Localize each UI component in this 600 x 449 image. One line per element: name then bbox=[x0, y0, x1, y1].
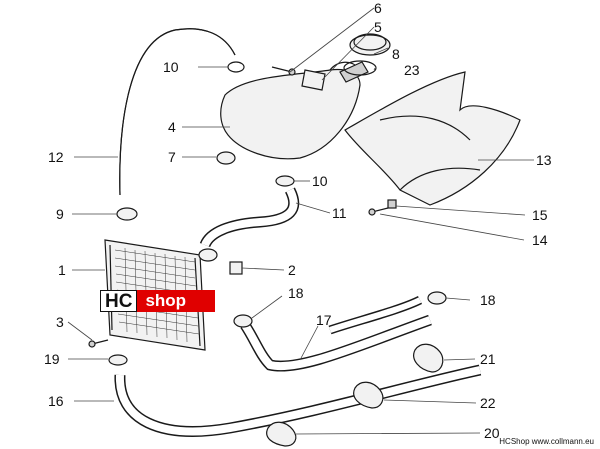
callout-7: 7 bbox=[168, 149, 176, 165]
callout-10-lower: 10 bbox=[312, 173, 328, 189]
callout-18-right: 18 bbox=[480, 292, 496, 308]
clamp-18-left bbox=[233, 314, 253, 328]
callout-13: 13 bbox=[536, 152, 552, 168]
callout-11: 11 bbox=[332, 205, 347, 221]
clamp-18-right bbox=[427, 291, 447, 305]
callout-3: 3 bbox=[56, 314, 64, 330]
filler-neck bbox=[339, 61, 369, 83]
clamp-9 bbox=[116, 207, 138, 221]
clamp-radiator bbox=[198, 248, 218, 262]
hose-12 bbox=[119, 28, 236, 196]
callout-17: 17 bbox=[316, 312, 332, 328]
cover-13 bbox=[344, 71, 521, 206]
grommet-20 bbox=[266, 421, 297, 447]
callout-10-top: 10 bbox=[163, 59, 179, 75]
callout-1: 1 bbox=[58, 262, 66, 278]
callout-23: 23 bbox=[404, 62, 420, 78]
callout-19: 19 bbox=[44, 351, 60, 367]
callout-4: 4 bbox=[168, 119, 176, 135]
callout-6: 6 bbox=[374, 0, 382, 16]
callout-8: 8 bbox=[392, 46, 400, 62]
nut-15 bbox=[387, 199, 397, 209]
footer-watermark: HCShop www.collmann.eu bbox=[499, 437, 594, 446]
callout-5: 5 bbox=[374, 19, 382, 35]
clamp-7 bbox=[216, 151, 236, 165]
bracket-5 bbox=[301, 69, 326, 91]
callout-2: 2 bbox=[288, 262, 296, 278]
callout-18-left: 18 bbox=[288, 285, 304, 301]
callout-16: 16 bbox=[48, 393, 64, 409]
clamp-10-lower bbox=[275, 175, 295, 187]
callout-14: 14 bbox=[532, 232, 548, 248]
callout-20: 20 bbox=[484, 425, 500, 441]
grommet-22 bbox=[353, 381, 384, 409]
expansion-tank bbox=[220, 68, 361, 160]
bracket-2 bbox=[229, 261, 243, 275]
leader-lines bbox=[67, 7, 534, 435]
callout-9: 9 bbox=[56, 206, 64, 222]
grommet-21 bbox=[413, 343, 444, 373]
callout-21: 21 bbox=[480, 351, 496, 367]
clamp-10-top bbox=[227, 61, 245, 73]
callout-15: 15 bbox=[532, 207, 548, 223]
logo-hc: HC bbox=[100, 290, 138, 312]
logo-shop: shop bbox=[137, 290, 215, 312]
ring-23 bbox=[343, 60, 377, 76]
cap-8 bbox=[349, 34, 391, 56]
callout-12: 12 bbox=[48, 149, 64, 165]
callout-22: 22 bbox=[480, 395, 496, 411]
hcshop-logo: HC shop bbox=[100, 290, 215, 312]
clamp-19 bbox=[108, 354, 128, 366]
